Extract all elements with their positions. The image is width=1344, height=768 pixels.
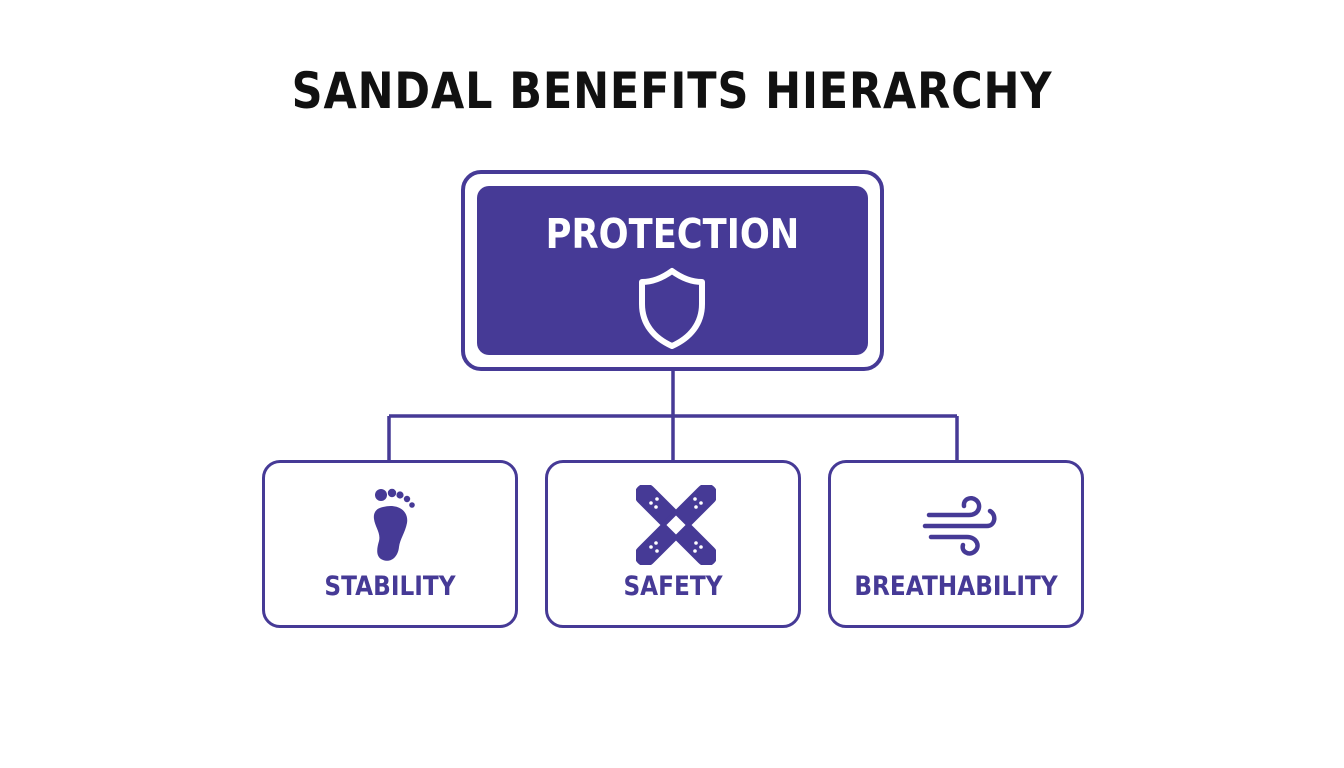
child-node-label: STABILITY bbox=[324, 571, 456, 602]
footprint-icon bbox=[373, 488, 415, 561]
child-node-breathability: BREATHABILITY bbox=[828, 460, 1084, 628]
root-node-protection: PROTECTION bbox=[461, 170, 884, 371]
crossed-bandages-icon bbox=[636, 485, 716, 565]
shield-icon bbox=[639, 268, 705, 349]
child-node-safety: SAFETY bbox=[545, 460, 801, 628]
diagram-title: SANDAL BENEFITS HIERARCHY bbox=[291, 62, 1053, 120]
root-node-label: PROTECTION bbox=[545, 210, 800, 258]
wind-icon bbox=[922, 496, 997, 556]
child-node-label: SAFETY bbox=[623, 571, 723, 602]
root-node-fill: PROTECTION bbox=[477, 186, 868, 355]
child-node-stability: STABILITY bbox=[262, 460, 518, 628]
child-node-label: BREATHABILITY bbox=[854, 571, 1058, 602]
